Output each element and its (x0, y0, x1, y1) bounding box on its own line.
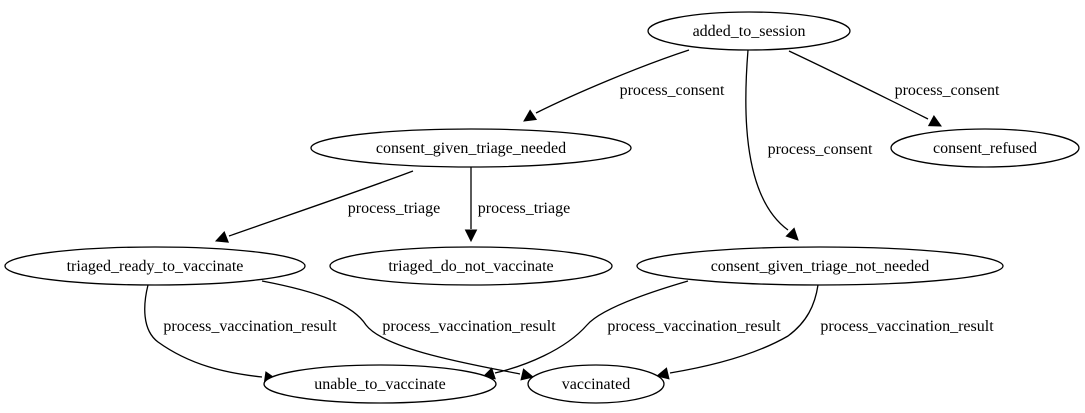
edge-line (261, 280, 521, 375)
nodes-layer: added_to_session consent_given_triage_nee… (4, 11, 1080, 404)
arrowhead-icon (523, 109, 538, 122)
edge-label: process_vaccination_result (607, 318, 781, 335)
node-label: unable_to_vaccinate (314, 376, 446, 393)
edge-line (745, 49, 789, 231)
arrowhead-icon (520, 368, 535, 381)
edge-line (144, 284, 263, 378)
node-added-to-session: added_to_session (647, 11, 851, 51)
node-ellipse (310, 128, 632, 168)
edge-label: process_vaccination_result (163, 318, 337, 335)
node-consent-refused: consent_refused (890, 128, 1080, 168)
node-triaged-ready-to-vaccinate: triaged_ready_to_vaccinate (4, 246, 306, 286)
edge-line (788, 50, 929, 120)
node-ellipse (527, 364, 665, 404)
arrowhead-icon (464, 229, 478, 243)
node-ellipse (4, 246, 306, 286)
edge-label: process_consent (620, 82, 725, 99)
node-ellipse (636, 246, 1004, 286)
edge-labels-layer: process_consent process_consent process_co… (163, 82, 1000, 335)
node-label: triaged_do_not_vaccinate (388, 258, 553, 275)
edge-consent-given-triage-not-needed-to-vaccinated (655, 284, 819, 380)
edge-label: process_triage (478, 200, 570, 217)
node-label: vaccinated (562, 376, 630, 393)
edge-consent-given-triage-needed-to-triaged-do-not-vaccinate (464, 167, 478, 243)
edge-added-to-session-to-consent-refused (788, 50, 942, 127)
node-label: triaged_ready_to_vaccinate (67, 258, 244, 275)
edge-label: process_consent (895, 82, 1000, 99)
node-ellipse (890, 128, 1080, 168)
node-unable-to-vaccinate: unable_to_vaccinate (263, 364, 497, 404)
node-ellipse (329, 246, 613, 286)
node-consent-given-triage-needed: consent_given_triage_needed (310, 128, 632, 168)
arrowhead-icon (214, 230, 229, 243)
edge-label: process_triage (348, 200, 440, 217)
edge-label: process_vaccination_result (382, 318, 556, 335)
edge-line (228, 170, 414, 237)
edge-label: process_vaccination_result (820, 318, 994, 335)
edge-consent-given-triage-needed-to-triaged-ready-to-vaccinate (214, 170, 414, 243)
edge-added-to-session-to-consent-given-triage-not-needed (745, 49, 799, 241)
arrowhead-icon (655, 367, 670, 380)
edge-line (535, 49, 690, 114)
edge-line (494, 280, 689, 374)
node-consent-given-triage-not-needed: consent_given_triage_not_needed (636, 246, 1004, 286)
arrowhead-icon (927, 114, 942, 127)
node-triaged-do-not-vaccinate: triaged_do_not_vaccinate (329, 246, 613, 286)
node-label: consent_refused (933, 140, 1037, 157)
edge-label: process_consent (768, 141, 873, 158)
edges-layer (144, 49, 942, 384)
node-ellipse (647, 11, 851, 51)
node-label: consent_given_triage_not_needed (711, 258, 930, 275)
node-ellipse (263, 364, 497, 404)
node-vaccinated: vaccinated (527, 364, 665, 404)
arrowhead-icon (785, 227, 799, 241)
edge-added-to-session-to-consent-given-triage-needed (523, 49, 690, 122)
node-label: consent_given_triage_needed (376, 140, 566, 157)
node-label: added_to_session (693, 23, 806, 40)
edge-line (669, 284, 819, 374)
edge-triaged-ready-to-vaccinate-to-vaccinated (261, 280, 535, 381)
